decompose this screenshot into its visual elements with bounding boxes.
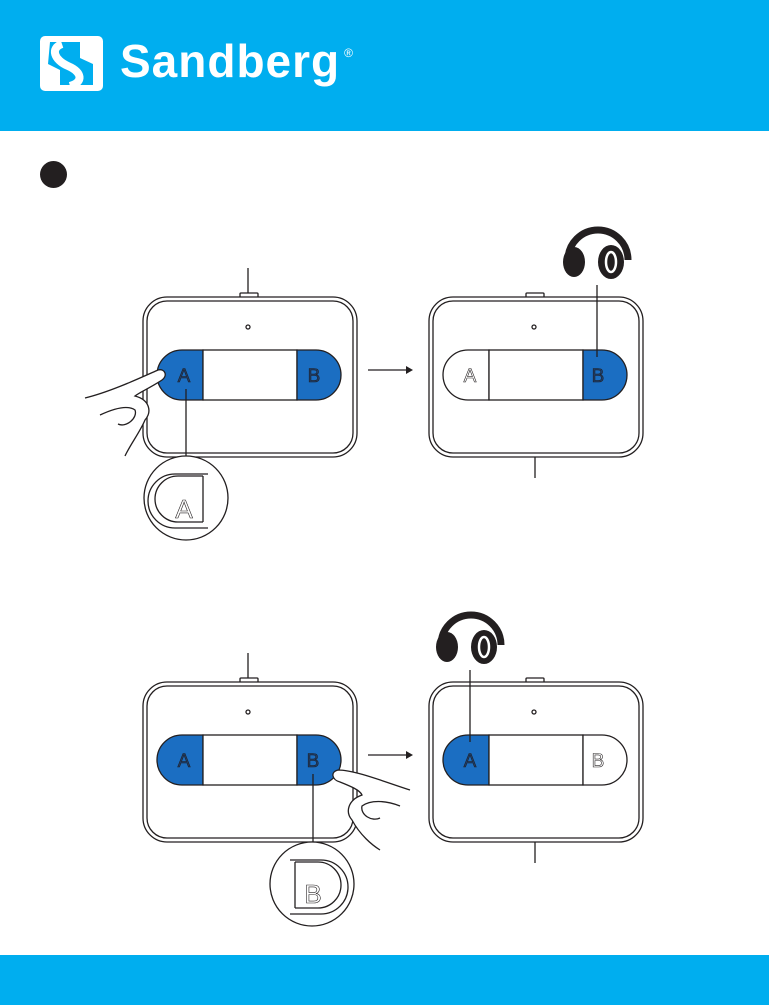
- brand-name: Sandberg: [120, 35, 341, 87]
- headphones-icon: [563, 226, 632, 279]
- header-banner: Sandberg ®: [0, 0, 769, 131]
- button-a: [442, 734, 490, 786]
- footer-banner: [0, 955, 769, 1005]
- zoom-label: A: [175, 494, 193, 524]
- button-b: [296, 734, 342, 786]
- arrow-right-icon: [368, 366, 413, 374]
- label-b: B: [592, 366, 605, 387]
- label-a: A: [464, 751, 477, 772]
- registered-mark: ®: [344, 46, 353, 60]
- label-a: A: [178, 751, 191, 772]
- label-a: A: [464, 366, 477, 387]
- label-b: B: [307, 751, 320, 772]
- hand-icon: [84, 369, 166, 457]
- device-step2-right: A B: [428, 670, 644, 863]
- sandberg-logo-icon: [40, 36, 103, 91]
- hand-icon: [332, 769, 411, 851]
- zoom-callout-a: A: [143, 455, 229, 541]
- label-b: B: [592, 751, 605, 772]
- button-a: [442, 349, 490, 401]
- button-b: [296, 349, 342, 401]
- label-b: B: [308, 366, 321, 387]
- bullet-icon: [40, 161, 67, 188]
- arrow-right-icon: [368, 751, 413, 759]
- zoom-callout-b: B: [269, 841, 355, 927]
- button-a: [156, 734, 204, 786]
- device-step1-right: A B: [428, 285, 644, 478]
- headphones-icon: [436, 611, 505, 664]
- device-step1-left: A B: [142, 268, 358, 462]
- device-step2-left: A B: [142, 653, 358, 860]
- brand-wordmark: Sandberg ®: [120, 34, 353, 88]
- button-b: [582, 734, 628, 786]
- button-b: [582, 349, 628, 401]
- label-a: A: [178, 366, 191, 387]
- zoom-label: B: [304, 879, 321, 909]
